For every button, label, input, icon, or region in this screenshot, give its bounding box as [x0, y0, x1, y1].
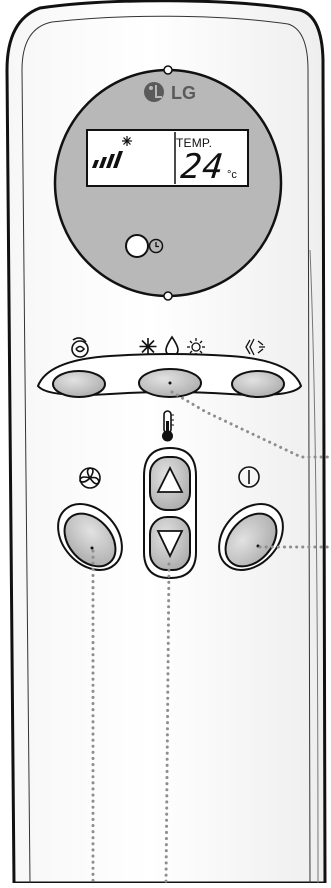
snowflake-icon: [140, 338, 157, 355]
mode-button-dot: [169, 382, 172, 385]
brand-logo-text: LG: [171, 83, 196, 104]
lcd-temperature: 24: [179, 147, 226, 187]
timer-button[interactable]: [126, 235, 148, 257]
swing-button[interactable]: [232, 371, 284, 397]
lcd-snowflake-icon: [122, 136, 132, 146]
lg-logo-icon: [144, 82, 164, 102]
fan-button-dot: [91, 547, 94, 550]
lcd-unit: °c: [227, 169, 237, 181]
fan-speed-top-button[interactable]: [53, 371, 105, 397]
panel-top-notch: [164, 66, 172, 74]
panel-bottom-notch: [164, 292, 172, 300]
